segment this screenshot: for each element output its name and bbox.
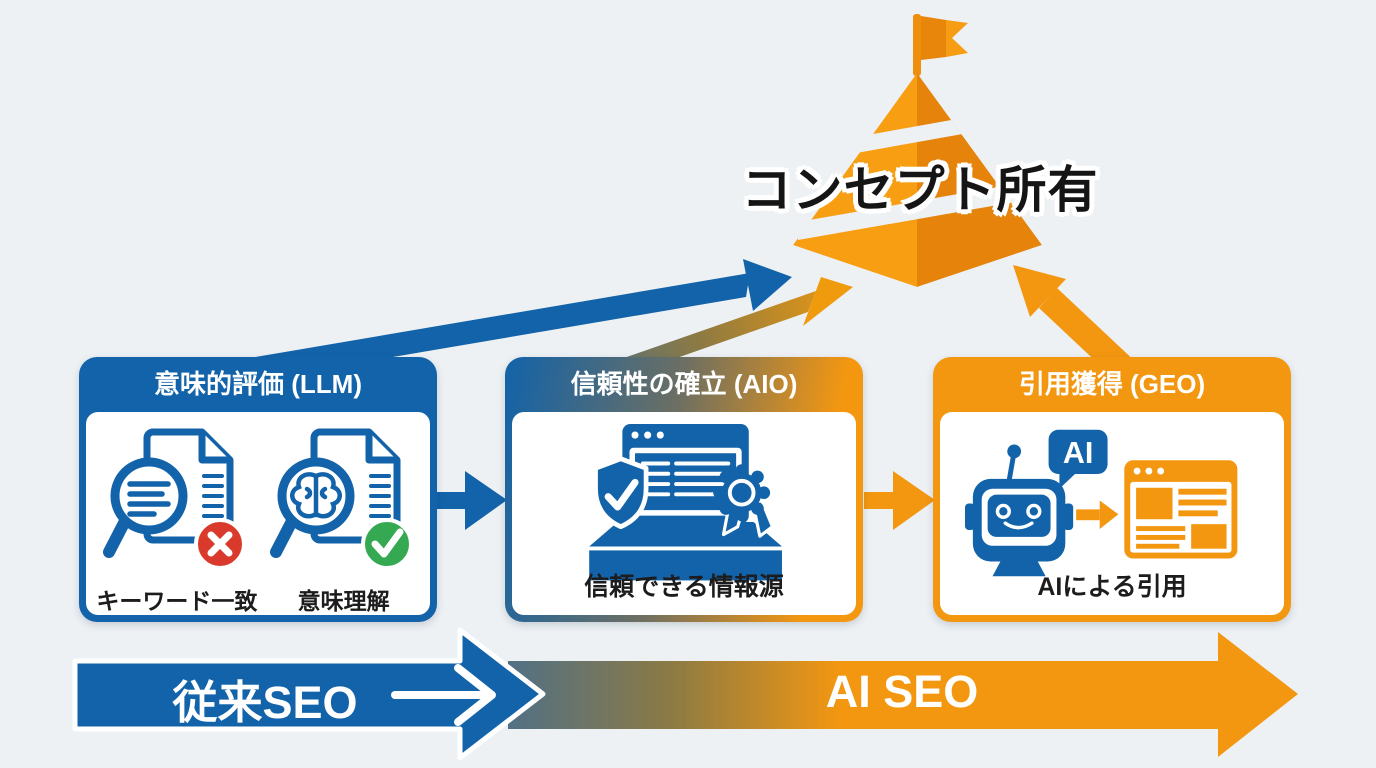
flow-arrow-2 xyxy=(864,471,935,530)
caption-keyword-match: キーワード一致 xyxy=(96,588,258,614)
magnifier-handle xyxy=(102,517,130,558)
stage-card-llm: 意味的評価 (LLM) xyxy=(79,357,437,622)
caption-ai-citation: AIによる引用 xyxy=(1037,573,1187,601)
timeline-label-ai-seo: AI SEO xyxy=(825,666,979,717)
peak-title: コンセプト所有 xyxy=(741,162,1099,218)
flow-arrow-1 xyxy=(437,471,507,530)
stage-card-geo: 引用獲得 (GEO) xyxy=(933,357,1291,622)
timeline-inline-arrow xyxy=(391,664,496,726)
ai-citation-icon: AI xyxy=(964,429,1237,577)
robot-to-page-arrow xyxy=(1075,500,1118,530)
cited-page-icon xyxy=(1123,460,1237,559)
award-ribbon-icon xyxy=(713,464,775,538)
flag-icon xyxy=(913,14,968,76)
ai-bubble-label: AI xyxy=(1062,436,1092,470)
stage-body-aio: 信頼できる情報源 xyxy=(512,412,856,615)
stage-card-aio: 信頼性の確立 (AIO) xyxy=(505,357,863,622)
shield-check-icon xyxy=(593,456,649,530)
stage-header-aio: 信頼性の確立 (AIO) xyxy=(570,369,798,399)
browser-window-icon xyxy=(622,424,749,524)
semantic-understanding-icon xyxy=(269,428,413,570)
timeline-arrow-orange xyxy=(508,632,1298,757)
timeline-label-traditional-seo: 従来SEO xyxy=(172,677,358,728)
keyword-match-icon xyxy=(102,428,246,570)
ai-speech-bubble-icon: AI xyxy=(1048,429,1108,489)
timeline-arrow-blue xyxy=(72,627,546,761)
pyramid-icon xyxy=(793,73,1042,287)
stage-body-llm: キーワード一致 xyxy=(86,412,430,615)
caption-trusted-source: 信頼できる情報源 xyxy=(584,573,784,601)
brain-icon xyxy=(289,472,342,519)
robot-icon xyxy=(964,444,1073,577)
magnifier-handle xyxy=(269,517,297,558)
caption-semantic-understanding: 意味理解 xyxy=(297,588,390,614)
stage-body-geo: AI xyxy=(940,412,1284,615)
stage-header-geo: 引用獲得 (GEO) xyxy=(1018,369,1206,399)
stage-header-llm: 意味的評価 (LLM) xyxy=(154,369,362,399)
trusted-source-icon xyxy=(589,424,782,581)
